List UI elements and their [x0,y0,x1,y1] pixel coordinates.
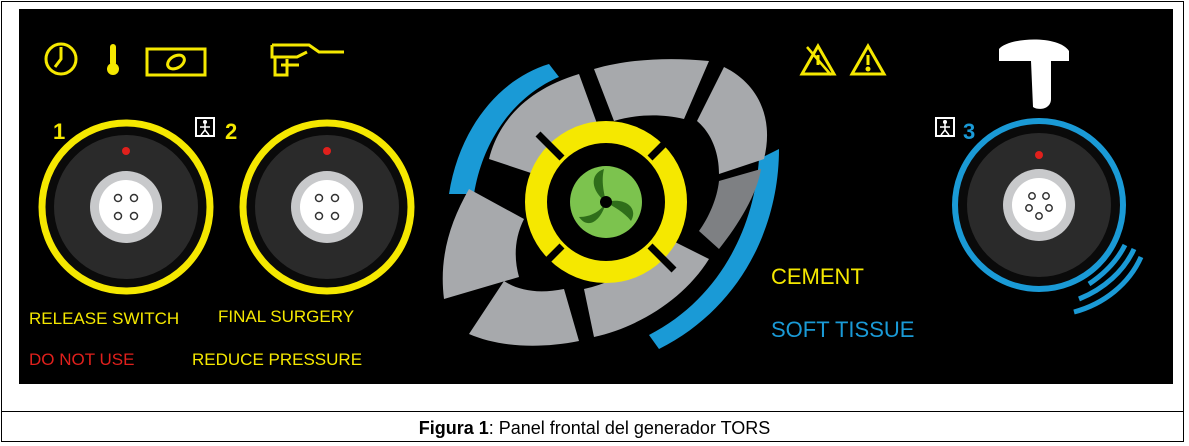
clock-icon [44,42,78,76]
patient-icon-port-3 [935,117,955,137]
grey-segment-top[interactable] [594,59,709,121]
grey-segment-bottom[interactable] [469,281,579,346]
release-switch-label: RELEASE SWITCH [29,309,179,328]
green-swirl-icon[interactable] [570,166,642,238]
port-1-label: 1 [53,119,65,144]
generator-front-panel: 1 2 RELEASE SWITCH FINAL SURGERY DO NOT … [19,9,1173,384]
grey-segment-bottom-left[interactable] [442,189,524,299]
port-3-label: 3 [963,119,975,144]
caption-divider [1,411,1184,412]
blue-arc-bottom [649,149,779,349]
grey-segment-right[interactable] [699,169,761,249]
thermometer-icon [107,44,119,75]
reduce-pressure-label: REDUCE PRESSURE [192,350,362,369]
control-cluster [442,59,779,349]
grey-segment-top-left[interactable] [489,74,599,174]
port-2-connector[interactable] [239,119,415,295]
caption-text: : Panel frontal del generador TORS [488,418,771,438]
final-surgery-label: FINAL SURGERY [218,307,354,326]
caption-label: Figura 1 [418,418,489,438]
port-3-connector[interactable] [952,118,1144,315]
soft-tissue-label: SOFT TISSUE [771,317,914,342]
blue-arc-top [449,64,559,194]
cement-label: CEMENT [771,264,864,289]
handpiece-icon [270,43,344,77]
grey-segment-bottom-right[interactable] [584,234,709,337]
cartridge-icon [145,47,207,77]
yellow-ring[interactable] [525,121,687,283]
grey-segment-top-right[interactable] [697,67,768,174]
patient-icon [195,117,215,137]
port-2-label: 2 [225,119,237,144]
figure-caption: Figura 1: Panel frontal del generador TO… [0,418,1189,439]
warning-crossed-icon [799,42,837,76]
do-not-use-label: DO NOT USE [29,350,134,369]
port-1-connector[interactable] [38,119,214,295]
warning-icon [849,42,887,76]
t-logo-icon [999,39,1069,109]
